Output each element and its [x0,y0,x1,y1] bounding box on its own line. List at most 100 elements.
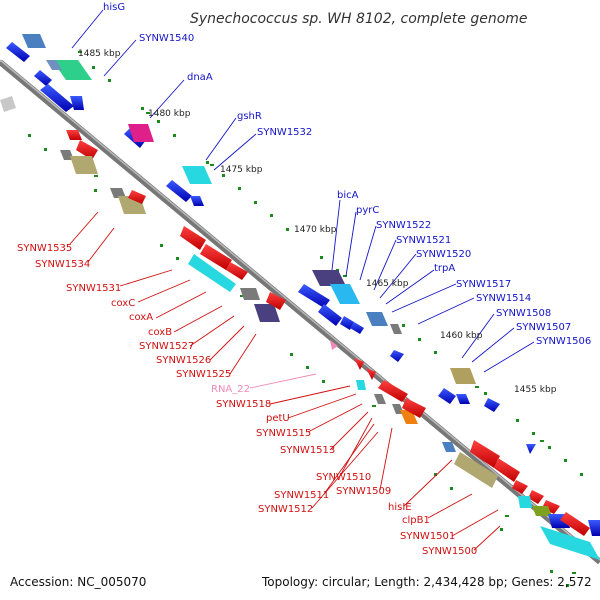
gene-feature [484,398,500,412]
gene-label: SYNW1514 [476,293,531,304]
genome-title: Synechococcus sp. WH 8102, complete geno… [190,11,528,27]
gene-feature [318,304,342,326]
gene-feature [226,262,248,280]
gene-feature [454,452,498,488]
gene-label: SYNW1520 [416,249,471,260]
gene-label: SYNW1531 [66,283,121,294]
gene-label: SYNW1540 [139,33,194,44]
gene-label: trpA [434,263,455,274]
gene-feature [128,190,146,204]
reverse-strand-features [0,96,600,560]
gene-labels-bottom: SYNW1535 SYNW1534 SYNW1531 coxC coxA cox… [17,243,477,557]
gene-feature [470,440,500,468]
gene-feature [110,188,126,198]
gene-feature [402,398,426,418]
gene-feature [70,96,84,110]
gene-feature [532,506,552,516]
gene-feature [182,166,212,184]
gene-feature [374,394,386,404]
gene-feature [450,368,476,384]
topology-text: Topology: circular; Length: 2,434,428 bp… [261,575,592,589]
gene-feature [34,70,52,86]
gene-feature [0,96,16,112]
gene-label: SYNW1515 [256,428,311,439]
gene-label: RNA_22 [211,384,250,395]
kbp-label: 1480 kbp [148,109,191,119]
gene-feature [22,34,46,48]
kbp-label: 1475 kbp [220,165,263,175]
gene-feature [366,312,388,326]
gene-label: SYNW1518 [216,399,271,410]
gene-feature [254,304,280,322]
gene-feature [200,244,232,270]
gene-feature [390,324,402,334]
kbp-labels: 1485 kbp 1480 kbp 1475 kbp 1470 kbp 1465… [78,49,557,395]
gene-feature [46,60,62,70]
gene-feature [494,458,520,482]
gene-feature [456,394,470,404]
gene-label: SYNW1525 [176,369,231,380]
gene-feature [560,512,590,536]
gene-feature [76,140,98,160]
gene-label: SYNW1526 [156,355,211,366]
accession-text: Accession: NC_005070 [10,575,146,589]
gene-feature [542,500,560,514]
kbp-label: 1455 kbp [514,385,557,395]
gene-label: pyrC [356,205,379,216]
rna-leader [249,373,317,389]
gene-label: gshR [237,111,262,122]
gene-feature [52,60,92,80]
gene-feature [540,526,600,560]
gene-feature [6,42,30,62]
gene-label: hisG [103,2,125,13]
kbp-label: 1485 kbp [78,49,121,59]
forward-strand-features [6,34,536,454]
gene-feature [442,442,456,452]
gene-feature [512,480,528,494]
gene-feature [40,84,74,112]
gene-feature [298,284,330,308]
gene-feature [588,520,600,536]
gene-feature [378,380,408,402]
gene-label: coxB [148,327,172,338]
gene-feature [240,288,260,300]
gene-feature [354,358,364,370]
gene-label: SYNW1507 [516,322,571,333]
gene-feature [188,254,236,292]
gene-feature [312,270,346,286]
gene-label: SYNW1508 [496,308,551,319]
gene-feature [356,380,366,390]
gene-label: SYNW1513 [280,445,335,456]
gene-feature [366,368,376,380]
gene-feature [390,350,404,362]
gene-feature [518,496,532,508]
gene-feature [528,490,544,504]
gene-label: SYNW1512 [258,504,313,515]
gene-label: SYNW1511 [274,490,329,501]
gene-label: SYNW1506 [536,336,591,347]
gene-feature [128,124,154,142]
gene-label: SYNW1535 [17,243,72,254]
tick-marks [28,51,583,587]
label-leaders-bottom [69,211,501,551]
gene-labels-top: hisG SYNW1540 dnaA gshR SYNW1532 bicA py… [103,2,591,347]
gene-label: SYNW1509 [336,486,391,497]
gene-label: petU [266,413,290,424]
gene-feature [166,180,192,202]
gene-feature [350,322,364,334]
gene-label: coxC [111,298,135,309]
gene-label: SYNW1517 [456,279,511,290]
gene-label: SYNW1510 [316,472,371,483]
gene-label: SYNW1532 [257,127,312,138]
gene-label: SYNW1501 [400,531,455,542]
gene-label: clpB1 [402,515,430,526]
gene-feature [266,292,286,310]
gene-feature [70,156,98,174]
genome-backbone [0,59,600,565]
gene-label: coxA [129,312,153,323]
kbp-label: 1465 kbp [366,279,409,289]
kbp-label: 1470 kbp [294,225,337,235]
gene-feature [438,388,456,404]
